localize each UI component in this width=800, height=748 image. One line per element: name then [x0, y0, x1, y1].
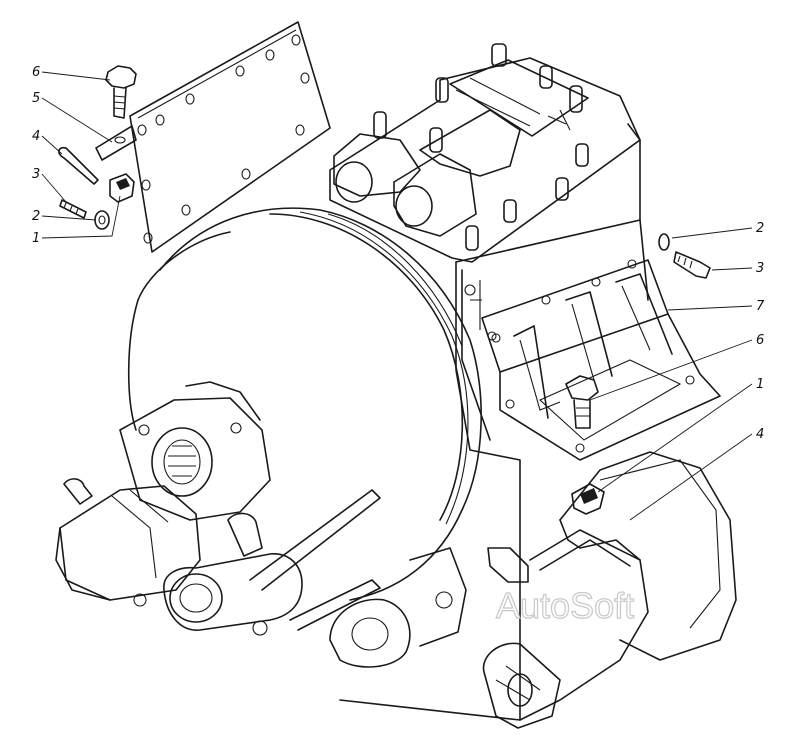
bolt-3-left	[59, 199, 87, 219]
mounting-bracket	[481, 259, 721, 461]
bracket-5-left	[95, 125, 137, 161]
oil-filter	[133, 489, 381, 636]
bolt-6-left	[105, 65, 137, 119]
callout-right-3: 3	[756, 261, 764, 276]
bolt-3-right	[673, 251, 711, 279]
callout-left-1: 1	[32, 231, 40, 246]
callout-left-4: 4	[32, 129, 40, 144]
callout-left-2: 2	[32, 209, 40, 224]
exhaust-elbow	[482, 529, 649, 729]
callout-left-3: 3	[32, 167, 40, 182]
callout-left-5: 5	[32, 91, 40, 106]
leader-lines	[41, 71, 753, 521]
clamp-1-left	[109, 173, 135, 203]
lower-cover	[559, 451, 737, 661]
callout-right-7: 7	[756, 299, 765, 314]
callout-right-4: 4	[756, 427, 764, 442]
callout-right-1: 1	[756, 377, 764, 392]
bolt-6-right	[565, 375, 599, 429]
clamp-1-right	[571, 483, 605, 515]
callout-right-2: 2	[756, 221, 764, 236]
washer-2-left	[94, 210, 110, 230]
callout-left-6: 6	[32, 65, 40, 80]
engine-block	[339, 123, 649, 721]
flange-lower	[329, 547, 467, 668]
pump-cylinder	[55, 478, 201, 601]
sensor-lower	[487, 547, 529, 583]
callout-right-6: 6	[756, 333, 764, 348]
watermark-text: AutoSoft	[496, 585, 634, 626]
gasket-plate	[129, 21, 331, 253]
washer-2-right	[658, 233, 670, 251]
top-assembly	[329, 43, 641, 263]
cotter-pin-4-left	[58, 146, 99, 185]
starter-assembly	[119, 381, 271, 521]
bellhousing	[127, 207, 482, 601]
